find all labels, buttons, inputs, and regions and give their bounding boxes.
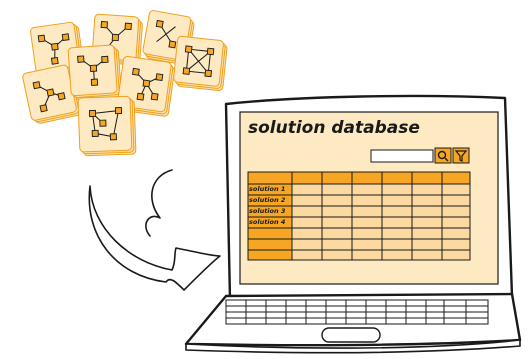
- solution-card: [67, 44, 122, 100]
- app-title: solution database: [248, 118, 420, 138]
- flow-arrow: [88, 169, 221, 291]
- table-row-label[interactable]: solution 2: [249, 196, 286, 204]
- filter-button[interactable]: [452, 147, 470, 164]
- filter-icon: [454, 150, 468, 162]
- search-button[interactable]: [434, 147, 452, 164]
- solution-card: [77, 95, 137, 157]
- table-row-label[interactable]: solution 1: [249, 185, 286, 193]
- keyboard: [225, 299, 489, 325]
- search-input[interactable]: [370, 149, 434, 163]
- solution-card: [22, 64, 82, 124]
- solution-table: [247, 171, 471, 261]
- table-row-label[interactable]: solution 3: [249, 207, 286, 215]
- table-row-label[interactable]: solution 4: [249, 218, 286, 226]
- solution-card: [173, 35, 228, 92]
- magnifier-icon: [437, 150, 449, 162]
- solution-cards-pile: [22, 10, 228, 157]
- touchpad[interactable]: [321, 327, 381, 343]
